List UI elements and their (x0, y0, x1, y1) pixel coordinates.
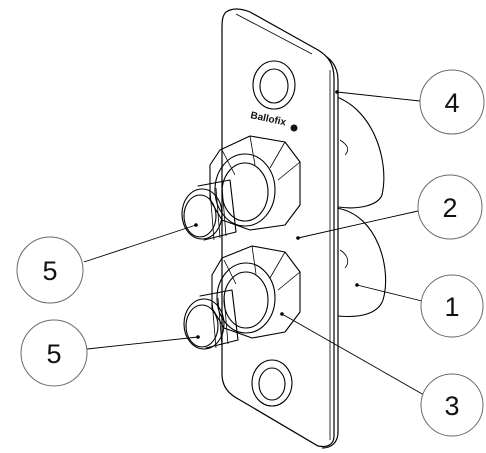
upper-fitting (181, 135, 301, 241)
leader-lines (83, 90, 425, 396)
bottom-mount-hole (251, 359, 293, 407)
lower-fitting (183, 245, 301, 350)
callout-3-label: 3 (444, 391, 459, 421)
callout-5-upper-label: 5 (42, 256, 57, 286)
callout-1-label: 1 (444, 292, 459, 322)
callout-3: 3 (420, 373, 484, 437)
callout-4: 4 (419, 69, 485, 135)
mounting-plate (221, 8, 339, 449)
callout-2-label: 2 (442, 193, 457, 223)
top-mount-hole (252, 60, 296, 110)
callout-2: 2 (417, 174, 483, 240)
callout-5-lower-label: 5 (46, 339, 61, 369)
callout-4-label: 4 (444, 88, 459, 118)
callout-1: 1 (420, 274, 484, 338)
callout-5-lower: 5 (20, 319, 88, 387)
callout-5-upper: 5 (16, 236, 84, 304)
